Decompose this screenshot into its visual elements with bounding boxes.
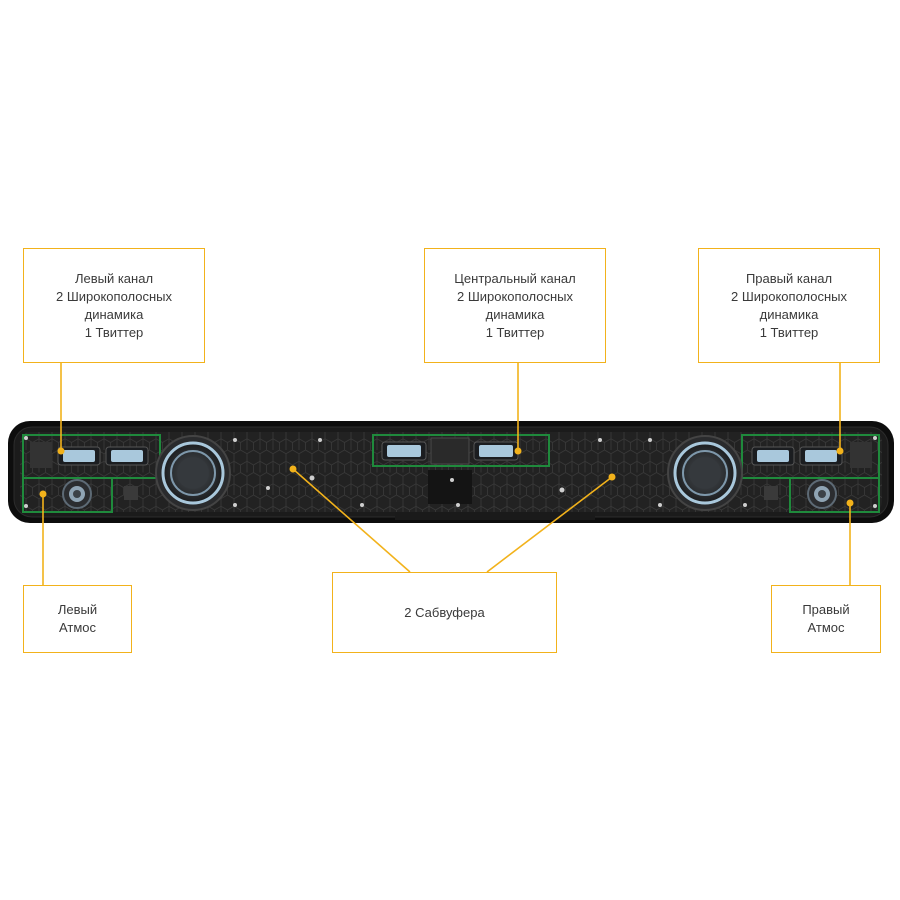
callout-line: Атмос	[807, 620, 845, 635]
callout-line: динамика	[84, 306, 144, 322]
left-atmos-callout: Левый Атмос	[23, 585, 132, 653]
center-channel-drivers	[381, 437, 519, 504]
callout-line: динамика	[759, 306, 819, 322]
callout-line: Левый	[57, 602, 98, 617]
right-subwoofer	[667, 435, 743, 511]
left-atmos-driver	[62, 479, 138, 509]
callout-line: 1 Твиттер	[759, 324, 819, 340]
callout-line: 1 Твиттер	[84, 324, 144, 340]
right-channel-callout: Правый канал 2 Широкополосных динамика 1…	[698, 248, 880, 363]
right-atmos-driver	[764, 479, 837, 509]
callout-line: 2 Широкополосных	[55, 288, 172, 304]
right-channel-drivers	[751, 442, 872, 468]
left-channel-callout: Левый канал 2 Широкополосных динамика 1 …	[23, 248, 205, 363]
left-channel-drivers	[30, 442, 149, 468]
callout-line: 2 Широкополосных	[730, 288, 847, 304]
callout-line: Центральный канал	[454, 270, 576, 286]
callout-line: динамика	[485, 306, 545, 322]
center-channel-callout: Центральный канал 2 Широкополосных динам…	[424, 248, 606, 363]
callout-line: 1 Твиттер	[485, 324, 545, 340]
callout-line: Атмос	[58, 620, 96, 635]
callout-line: Левый канал	[74, 270, 154, 286]
callout-anchor-dots	[39, 447, 854, 507]
left-subwoofer	[155, 435, 231, 511]
callout-line: 2 Сабвуфера	[404, 604, 485, 620]
subwoofers-callout: 2 Сабвуфера	[332, 572, 557, 653]
callout-line: Правый канал	[745, 270, 833, 286]
mounting-screws	[24, 436, 877, 508]
callout-line: 2 Широкополосных	[456, 288, 573, 304]
right-atmos-callout: Правый Атмос	[771, 585, 881, 653]
callout-line: Правый	[802, 602, 850, 617]
leader-lines	[42, 363, 851, 585]
